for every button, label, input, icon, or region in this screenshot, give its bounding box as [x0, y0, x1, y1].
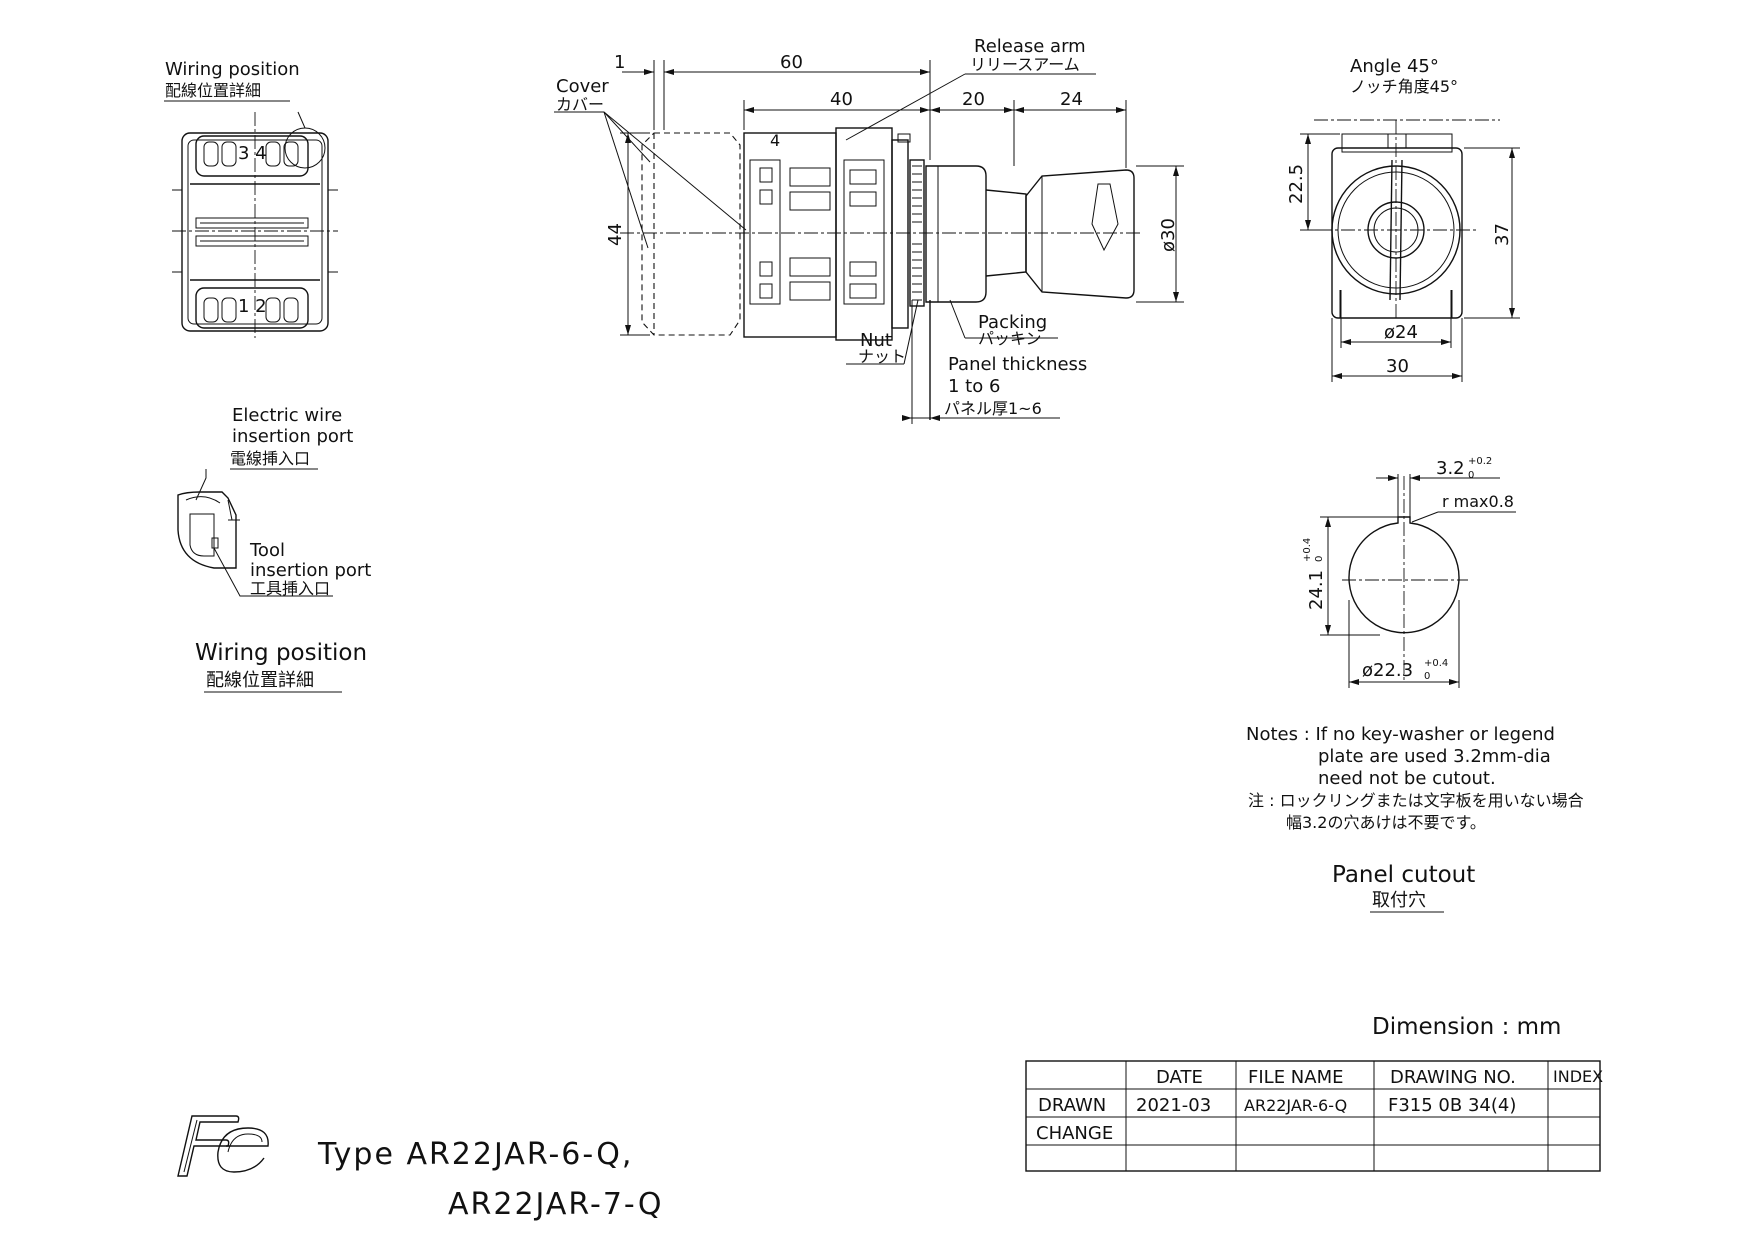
dim-d30: ø30 — [1158, 218, 1179, 252]
panel-cutout-caption-jp: 取付穴 — [1372, 890, 1426, 911]
notch-angle-label-en: Angle 45° — [1350, 56, 1439, 77]
title-header-date: DATE — [1156, 1067, 1203, 1088]
title-row-change-label: CHANGE — [1036, 1123, 1113, 1144]
title-header-drawing-no: DRAWING NO. — [1390, 1067, 1516, 1088]
dim-24: 24 — [1060, 89, 1083, 110]
dim-d22-3-tol-lower: 0 — [1424, 671, 1430, 682]
cover-label-jp: カバー — [556, 95, 604, 114]
packing-label-en: Packing — [978, 312, 1047, 333]
wiring-position-caption-en: Wiring position — [195, 640, 367, 666]
dimension-unit-label: Dimension : mm — [1372, 1014, 1561, 1040]
tool-port-label-jp: 工具挿入口 — [250, 579, 330, 598]
tool-port-label-en-2: insertion port — [250, 560, 371, 581]
dim-1: 1 — [614, 52, 625, 73]
title-row-drawn-date: 2021-03 — [1136, 1095, 1211, 1116]
title-row-drawn-label: DRAWN — [1038, 1095, 1106, 1116]
dim-d24: ø24 — [1384, 322, 1418, 343]
panel-thickness-range-en: 1 to 6 — [948, 376, 1000, 397]
panel-thickness-label-jp: パネル厚1~6 — [944, 399, 1042, 418]
terminal-number-3-4: 3 4 — [238, 143, 267, 164]
title-block-grid — [1025, 1060, 1601, 1172]
wire-insertion-detail — [177, 468, 333, 597]
dim-24-1-tol-lower: 0 — [1314, 556, 1325, 562]
front-view — [1300, 119, 1520, 382]
dim-22-5: 22.5 — [1286, 164, 1307, 204]
notes-line-2: plate are used 3.2mm-dia — [1318, 746, 1551, 767]
panel-thickness-label-en: Panel thickness — [948, 354, 1087, 375]
wiring-position-caption-jp: 配線位置詳細 — [206, 670, 314, 691]
type-label-line-2: AR22JAR-7-Q — [448, 1187, 663, 1222]
dim-24-1-tol-upper: +0.4 — [1302, 538, 1313, 562]
nut-label-jp: ナット — [858, 347, 906, 366]
side-view — [554, 60, 1184, 424]
dim-3-2: 3.2 — [1436, 458, 1465, 479]
title-row-drawn-file: AR22JAR-6-Q — [1244, 1096, 1347, 1115]
tool-port-label-en-1: Tool — [249, 540, 285, 561]
notch-angle-label-jp: ノッチ角度45° — [1350, 77, 1458, 96]
title-header-file-name: FILE NAME — [1248, 1067, 1343, 1088]
panel-cutout-view — [1320, 474, 1516, 688]
dim-3-2-tol-upper: +0.2 — [1468, 456, 1492, 467]
dim-24-1: 24.1 — [1306, 570, 1327, 610]
notes-jp-line-2: 幅3.2の穴あけは不要です。 — [1286, 813, 1486, 832]
dim-d22-3-tol-upper: +0.4 — [1424, 658, 1448, 669]
wiring-position-callout-jp: 配線位置詳細 — [165, 81, 261, 100]
dim-20: 20 — [962, 89, 985, 110]
r-max-label: r max0.8 — [1442, 492, 1514, 511]
dim-30: 30 — [1386, 356, 1409, 377]
dim-37: 37 — [1492, 223, 1513, 246]
dim-40: 40 — [830, 89, 853, 110]
wire-port-label-en-1: Electric wire — [232, 405, 342, 426]
release-arm-label-jp: リリースアーム — [970, 55, 1080, 74]
brand-logo — [177, 1115, 269, 1177]
wire-port-label-jp: 電線挿入口 — [230, 449, 310, 468]
notes-jp-line-1: 注 : ロックリングまたは文字板を用いない場合 — [1248, 791, 1584, 810]
title-row-drawn-drawing-no: F315 0B 34(4) — [1388, 1095, 1516, 1116]
terminal-number-4: 4 — [770, 131, 780, 150]
packing-label-jp: パッキン — [978, 329, 1042, 348]
type-label-line-1: Type AR22JAR-6-Q, — [317, 1137, 633, 1172]
dim-60: 60 — [780, 52, 803, 73]
terminal-number-1-2: 1 2 — [238, 296, 267, 317]
notes-line-1: Notes : If no key-washer or legend — [1246, 724, 1555, 745]
dim-3-2-tol-lower: 0 — [1468, 470, 1474, 481]
nut-label-en: Nut — [860, 330, 892, 351]
wiring-position-callout-en: Wiring position — [165, 59, 300, 80]
title-header-index: INDEX — [1553, 1067, 1603, 1086]
wire-port-label-en-2: insertion port — [232, 426, 353, 447]
panel-cutout-caption-en: Panel cutout — [1332, 862, 1475, 888]
release-arm-label-en: Release arm — [974, 36, 1086, 57]
dim-d22-3: ø22.3 — [1362, 660, 1413, 681]
notes-line-3: need not be cutout. — [1318, 768, 1496, 789]
cover-label-en: Cover — [556, 76, 609, 97]
wiring-terminal-view — [172, 111, 338, 338]
dim-44: 44 — [605, 223, 626, 246]
